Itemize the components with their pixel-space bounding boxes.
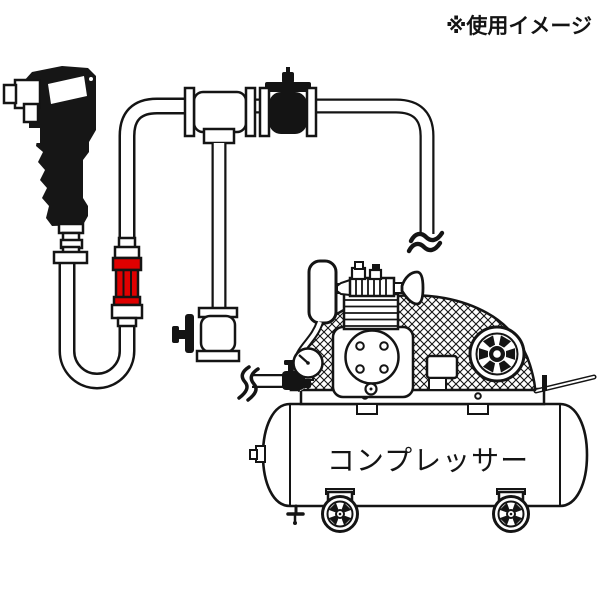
tool-inlet-fitting — [52, 222, 89, 265]
pump-crankcase — [331, 325, 415, 399]
highlight-cap — [111, 256, 143, 272]
head-manifold — [332, 261, 425, 306]
tank-handle — [533, 374, 597, 394]
tank-wheel-right — [492, 488, 530, 533]
motor-fan-cover — [468, 325, 526, 383]
tank-label: コンプレッサー — [327, 444, 529, 477]
pipe-break-mark-right — [406, 230, 445, 254]
pipe-break-mark-outlet — [237, 365, 260, 402]
pressure-gauge — [292, 347, 324, 381]
intake-funnel — [400, 270, 425, 306]
air-impact-wrench — [2, 66, 96, 265]
air-filter — [307, 259, 338, 325]
main-line-valve — [258, 67, 318, 138]
air-compressor: コンプレッサー — [237, 259, 597, 533]
pipe-tee-fitting — [183, 86, 257, 145]
tool-label-window — [48, 76, 87, 104]
motor-terminal-box — [425, 354, 459, 380]
tank-wheel-left — [321, 488, 359, 533]
tool-trigger — [29, 128, 40, 143]
branch-line-valve — [172, 306, 241, 363]
air-hose-u-loop — [58, 97, 186, 390]
highlight-body — [114, 268, 140, 300]
cylinder-head-fins — [342, 292, 400, 331]
highlighted-inline-part — [110, 236, 144, 328]
usage-note: ※使用イメージ — [446, 14, 592, 38]
drain-valve — [286, 504, 305, 525]
